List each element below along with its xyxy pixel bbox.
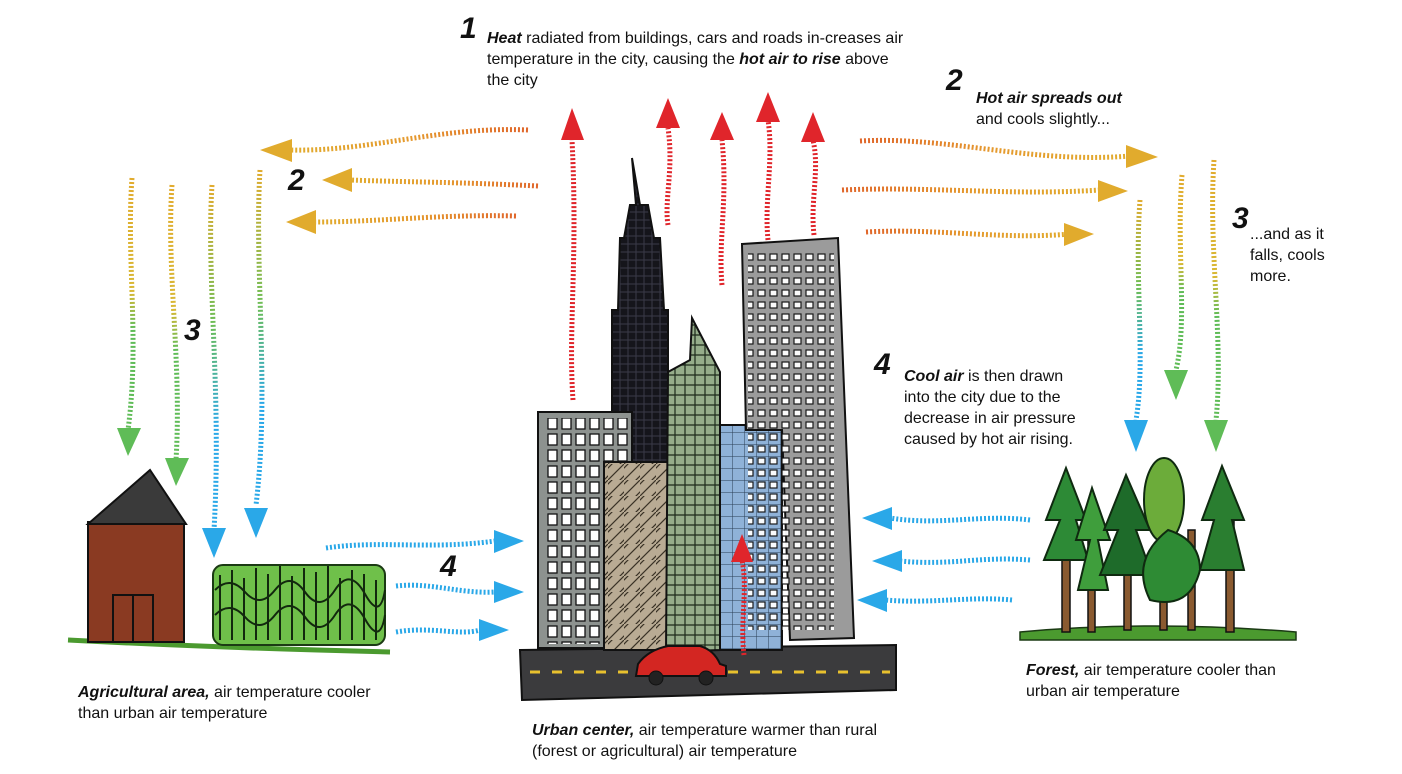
step-4-left-number: 4: [440, 550, 457, 583]
step-1-bold-hot-air: hot air to rise: [739, 51, 841, 68]
step-4-right-bold: Cool air: [904, 368, 964, 385]
step-4-right-number: 4: [874, 348, 891, 381]
crop-field: [212, 564, 386, 646]
cool-air-arrows: [325, 515, 1031, 635]
left-spread-arrows: [289, 127, 539, 225]
city-buildings: [518, 157, 897, 702]
caption-urban-bold: Urban center,: [532, 722, 635, 739]
caption-agricultural-bold: Agricultural area,: [78, 684, 210, 701]
caption-forest: Forest, air temperature cooler than urba…: [1026, 660, 1296, 702]
step-3-right-text: ...and as it falls, cools more.: [1250, 226, 1325, 285]
caption-forest-body: air temperature cooler than urban air te…: [1026, 662, 1276, 700]
rising-heat-arrows: [569, 119, 819, 401]
step-1-tail: above the city: [487, 51, 889, 89]
step-4-right-body: is then drawn into the city due to the d…: [904, 368, 1076, 448]
right-spread-arrows: [841, 137, 1131, 239]
forest-trees: [1019, 457, 1297, 641]
step-1-body: radiated from buildings, cars and roads …: [487, 30, 904, 68]
step-3-right-number: 3: [1232, 202, 1249, 235]
caption-urban-body: air temperature warmer than rural (fores…: [532, 722, 878, 760]
step-4-right-text: Cool air is then drawn into the city due…: [904, 366, 1076, 450]
step-2-right-body: and cools slightly...: [976, 111, 1110, 128]
left-falling-arrows: [125, 169, 265, 531]
step-2-left-number: 2: [288, 164, 305, 197]
caption-agricultural-body: air temperature cooler than urban air te…: [78, 684, 371, 722]
step-1-text: Heat radiated from buildings, cars and r…: [487, 28, 907, 91]
caption-agricultural: Agricultural area, air temperature coole…: [78, 682, 378, 724]
caption-forest-bold: Forest,: [1026, 662, 1080, 679]
step-1-number: 1: [460, 12, 477, 45]
step-2-right-text: Hot air spreads out and cools slightly..…: [976, 88, 1176, 130]
step-2-right-bold: Hot air spreads out: [976, 90, 1122, 107]
step-1-bold-heat: Heat: [487, 30, 522, 47]
farm-barn: [67, 468, 391, 655]
caption-urban: Urban center, air temperature warmer tha…: [532, 720, 912, 762]
step-2-right-number: 2: [946, 64, 963, 97]
rising-heat-arrowheads: [561, 92, 825, 142]
right-falling-arrows: [1133, 159, 1221, 421]
step-3-left-number: 3: [184, 314, 201, 347]
